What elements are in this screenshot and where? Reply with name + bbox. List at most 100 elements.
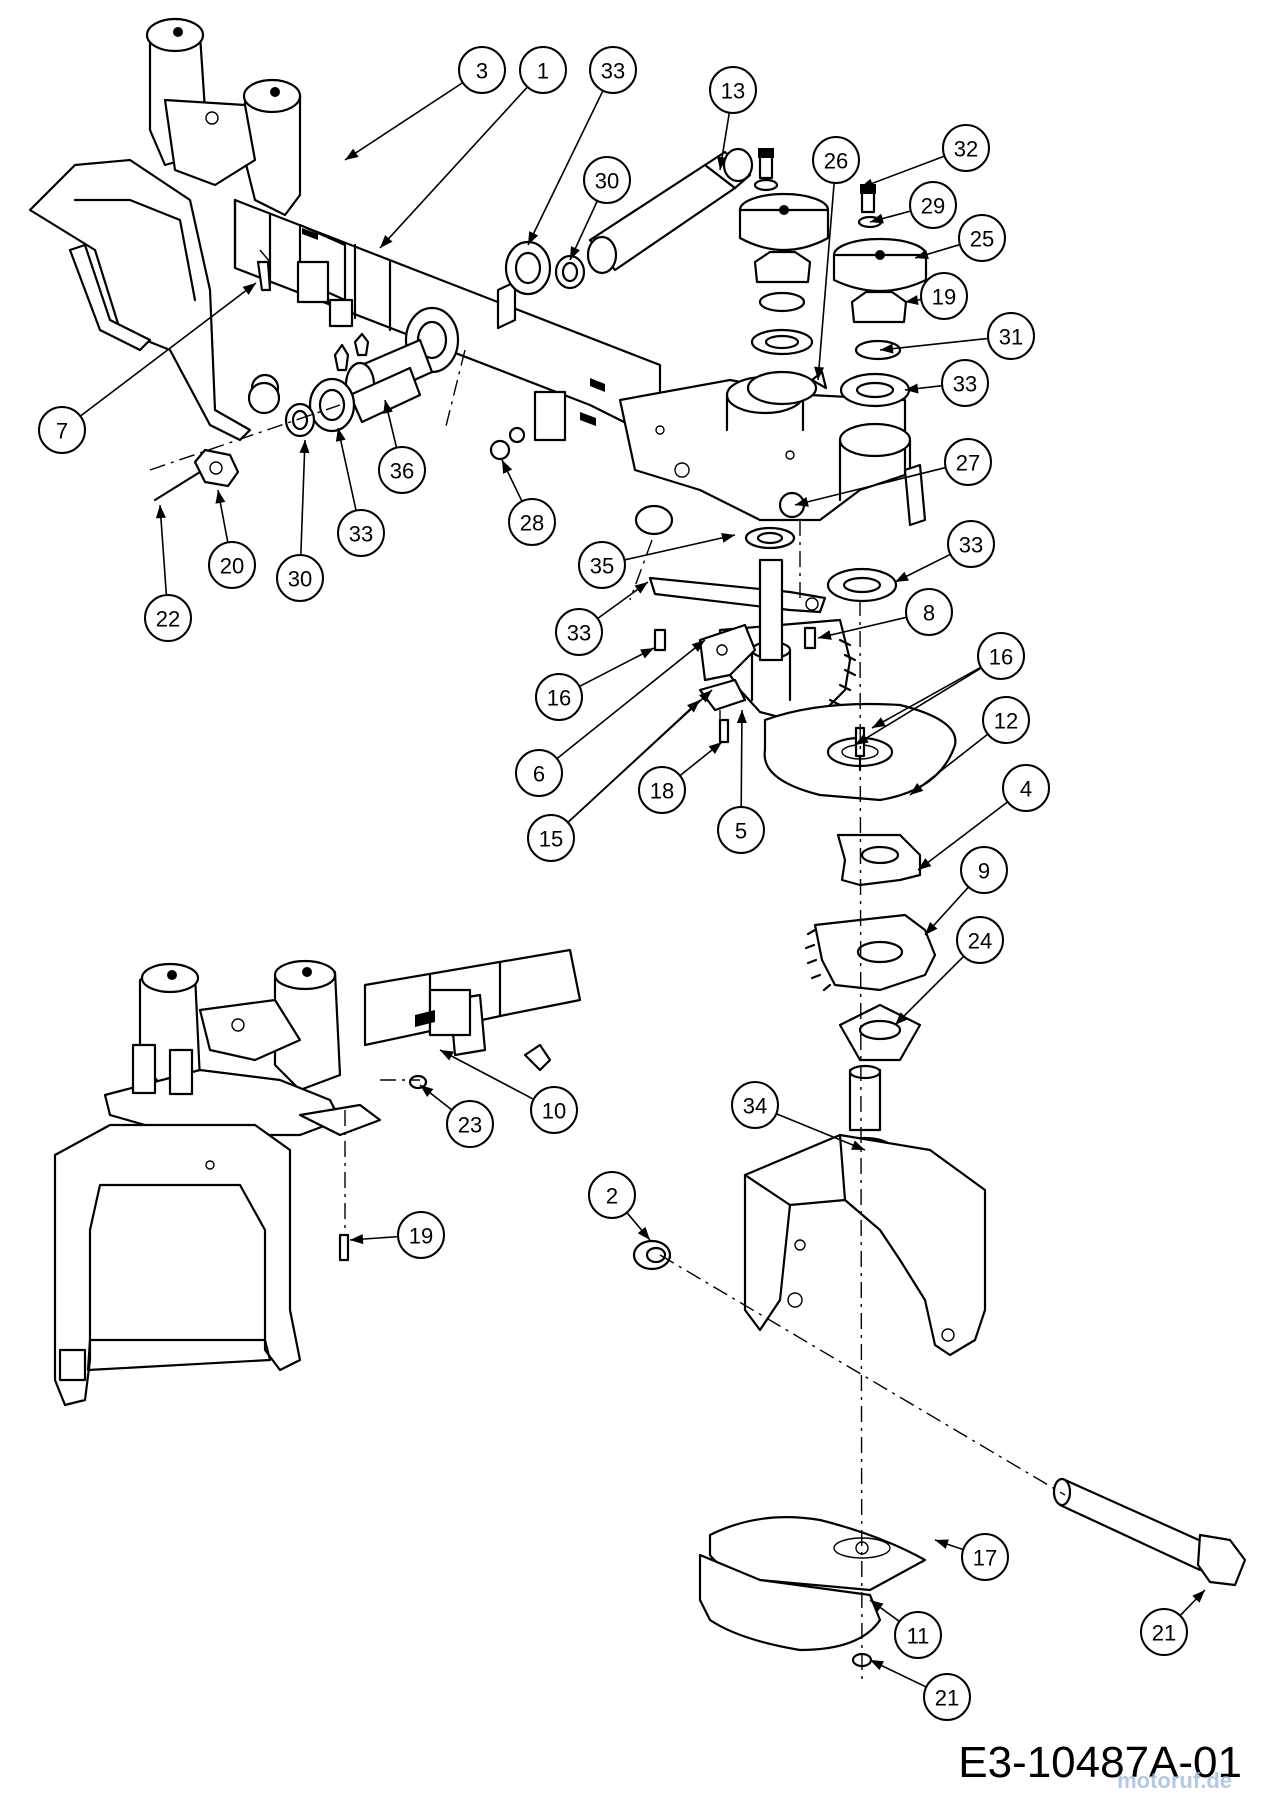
callout-circle (709, 66, 757, 114)
watermark-logo: motoruf.de (1117, 1768, 1232, 1793)
callout-number: 21 (935, 1686, 959, 1711)
callout-33: 33 (941, 359, 989, 407)
callout-33: 33 (589, 46, 637, 94)
callout-34: 34 (731, 1081, 779, 1129)
steering-gear-assembly (634, 491, 957, 1062)
leader-line (909, 733, 989, 796)
leader-arrowhead (502, 460, 513, 474)
leader-arrowhead (925, 922, 938, 935)
assembly-centerlines (149, 249, 1066, 1681)
callout-7: 7 (38, 406, 86, 454)
callout-4: 4 (1002, 764, 1050, 812)
leader-arrowhead (870, 213, 884, 224)
callout-number: 36 (390, 459, 414, 484)
callout-18: 18 (638, 766, 686, 814)
leader-arrowhead (335, 428, 346, 442)
callout-number: 19 (932, 285, 956, 310)
leader-line (817, 616, 907, 639)
callout-30: 30 (276, 554, 324, 602)
callout-25: 25 (958, 214, 1006, 262)
leader-arrowhead (215, 490, 226, 504)
leader-arrowhead (915, 249, 929, 260)
callout-33: 33 (337, 509, 385, 557)
callout-2: 2 (588, 1171, 636, 1219)
callout-circle (961, 1533, 1009, 1581)
callout-circle (378, 446, 426, 494)
callout-5: 5 (717, 806, 765, 854)
leader-arrowhead (345, 148, 359, 160)
callout-number: 20 (220, 554, 244, 579)
leader-arrowhead (918, 858, 932, 870)
leader-arrowhead (855, 733, 869, 745)
leader-line (159, 504, 168, 596)
callout-number: 23 (458, 1113, 482, 1138)
callout-circle (337, 509, 385, 557)
leader-line (854, 667, 982, 746)
callout-33: 33 (947, 520, 995, 568)
leader-arrowhead (155, 505, 166, 519)
callout-28: 28 (508, 498, 556, 546)
callout-number: 27 (956, 451, 980, 476)
callout-12: 12 (982, 696, 1030, 744)
callout-number: 33 (601, 59, 625, 84)
leader-line (439, 1049, 535, 1100)
callout-circle (578, 541, 626, 589)
callout-circle (905, 588, 953, 636)
leader-arrowhead (570, 246, 580, 260)
callout-23: 23 (446, 1100, 494, 1148)
callout-circle (812, 136, 860, 184)
callout-19: 19 (920, 272, 968, 320)
callout-number: 24 (968, 929, 992, 954)
callout-number: 17 (973, 1546, 997, 1571)
callout-number: 10 (542, 1099, 566, 1124)
callout-31: 31 (987, 312, 1035, 360)
callout-26: 26 (812, 136, 860, 184)
leader-arrowhead (380, 235, 393, 248)
callout-circle (909, 181, 957, 229)
leader-line (794, 466, 946, 506)
callout-3: 3 (458, 46, 506, 94)
callout-17: 17 (961, 1533, 1009, 1581)
callout-circle (530, 1086, 578, 1134)
leader-arrowhead (870, 1600, 884, 1612)
callout-21: 21 (923, 1673, 971, 1721)
assembled-view (53, 948, 582, 1407)
callout-number: 30 (595, 169, 619, 194)
leader-line (859, 155, 945, 189)
leader-line (624, 534, 736, 561)
callout-number: 29 (921, 194, 945, 219)
callout-number: 13 (721, 79, 745, 104)
leader-arrowhead (795, 497, 809, 507)
callout-circle (397, 1211, 445, 1259)
callout-35: 35 (578, 541, 626, 589)
leader-line (817, 182, 835, 381)
leader-arrowhead (699, 690, 712, 703)
callout-24: 24 (956, 916, 1004, 964)
callout-number: 31 (999, 325, 1023, 350)
callout-16: 16 (535, 673, 583, 721)
leader-line (871, 666, 982, 729)
leader-line (556, 639, 706, 760)
callout-number: 7 (56, 419, 68, 444)
drawing-code: E3-10487A-01 (958, 1738, 1242, 1787)
leader-arrowhead (299, 440, 310, 454)
leader-arrowhead (717, 156, 728, 170)
callout-circle (923, 1673, 971, 1721)
leader-arrowhead (870, 1660, 884, 1671)
shaft-13 (586, 147, 754, 275)
callout-circle (960, 846, 1008, 894)
callout-number: 6 (533, 762, 545, 787)
callout-number: 33 (959, 533, 983, 558)
leader-arrowhead (818, 630, 832, 640)
leader-line (79, 282, 257, 417)
callout-11: 11 (894, 1611, 942, 1659)
callout-circle (38, 406, 86, 454)
leader-line (894, 955, 965, 1026)
callout-number: 34 (743, 1094, 767, 1119)
callout-number: 12 (994, 709, 1018, 734)
callout-33: 33 (555, 608, 603, 656)
callout-19: 19 (397, 1211, 445, 1259)
leader-arrowhead (736, 710, 747, 724)
leader-line (527, 90, 604, 246)
leader-line (344, 81, 464, 161)
